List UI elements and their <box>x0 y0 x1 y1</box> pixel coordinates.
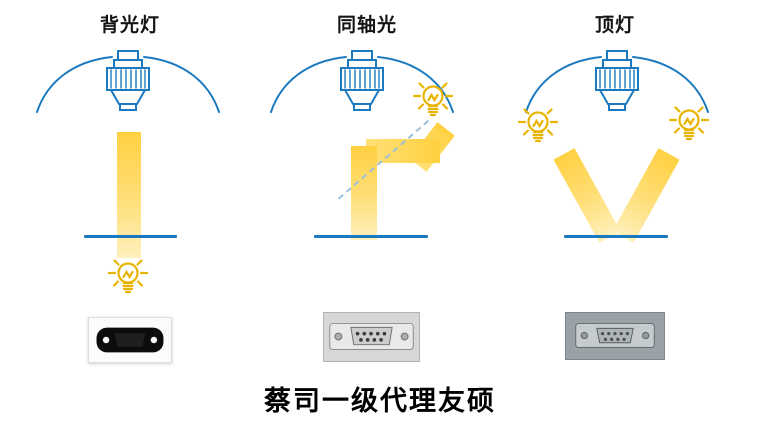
light-bulb-icon <box>107 259 149 294</box>
page-caption: 蔡司一级代理友硕 <box>264 386 496 416</box>
sample-photo-coaxial <box>323 312 420 362</box>
panel-title-toplight: 顶灯 <box>594 15 635 36</box>
stage-line-coaxial <box>314 235 428 238</box>
stage-line-toplight <box>564 235 668 238</box>
coaxial-beam-vertical <box>351 146 377 240</box>
coaxial-beam-horizontal <box>366 139 440 163</box>
connector-front-image <box>329 323 414 350</box>
light-bulb-icon <box>412 82 454 117</box>
microscope-objective-icon <box>36 50 220 113</box>
sample-photo-toplight <box>565 312 665 360</box>
toplight-beam-left <box>553 148 621 243</box>
stage-line-backlight <box>84 235 177 238</box>
connector-front-image <box>575 323 655 348</box>
toplight-beam-right <box>612 148 680 243</box>
panel-title-backlight: 背光灯 <box>99 15 160 36</box>
backlight-beam <box>117 132 141 258</box>
light-bulb-icon <box>668 106 710 141</box>
light-bulb-icon <box>517 108 559 143</box>
connector-silhouette-image <box>96 327 164 353</box>
microscope-objective-icon <box>525 50 709 113</box>
panel-title-coaxial: 同轴光 <box>336 15 397 36</box>
sample-photo-backlight <box>88 317 172 363</box>
microscope-objective-icon <box>270 50 454 113</box>
